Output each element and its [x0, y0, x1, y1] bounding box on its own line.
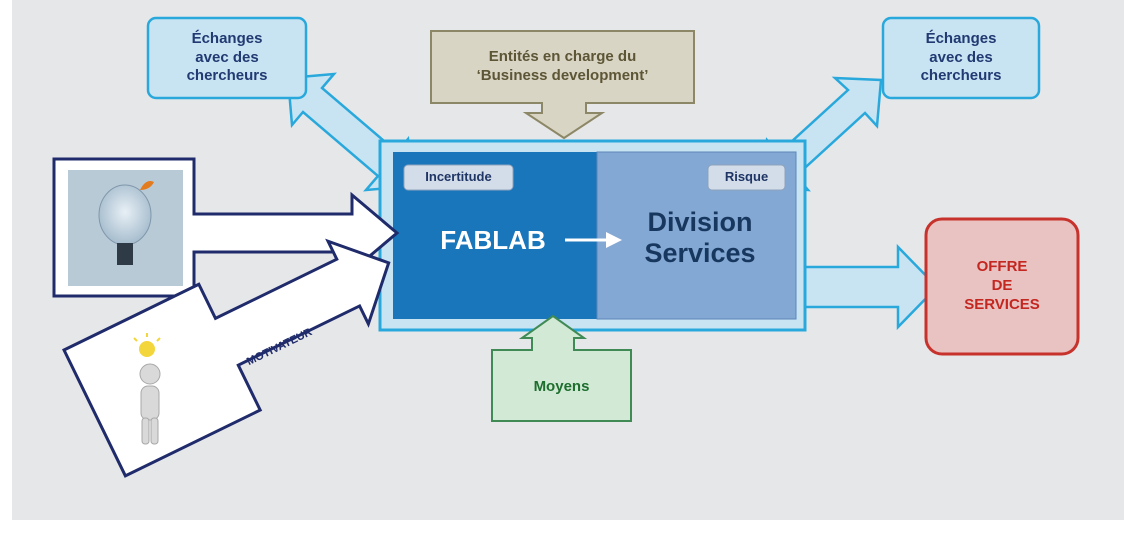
business-callout — [430, 30, 695, 140]
exchange-left-box — [146, 16, 308, 100]
fablab-to-division-arrowhead — [606, 232, 622, 248]
bulb-glass — [98, 184, 152, 246]
fablab-tag-box — [403, 164, 514, 191]
fablab-title: FABLAB — [440, 224, 546, 255]
thinking-figure — [133, 333, 161, 445]
business-label: Entités en charge du ‘Business developme… — [476, 48, 649, 84]
offer-label: OFFRE DE SERVICES — [964, 258, 1040, 313]
bulb-flame — [140, 181, 154, 190]
exchange-right-label: Échanges avec des chercheurs — [920, 29, 1002, 85]
exchange-left-label: Échanges avec des chercheurs — [186, 29, 268, 85]
bulb-base — [117, 243, 133, 265]
fablab-tag: Incertitude — [425, 169, 492, 185]
means-callout — [491, 314, 632, 422]
division-title: Division Services — [644, 206, 756, 268]
exchange-right-box — [881, 16, 1041, 100]
division-tag-box — [707, 164, 786, 191]
means-label: Moyens — [533, 378, 590, 396]
offer-box — [924, 217, 1080, 356]
division-tag: Risque — [724, 169, 769, 185]
output-arrow — [793, 243, 939, 331]
